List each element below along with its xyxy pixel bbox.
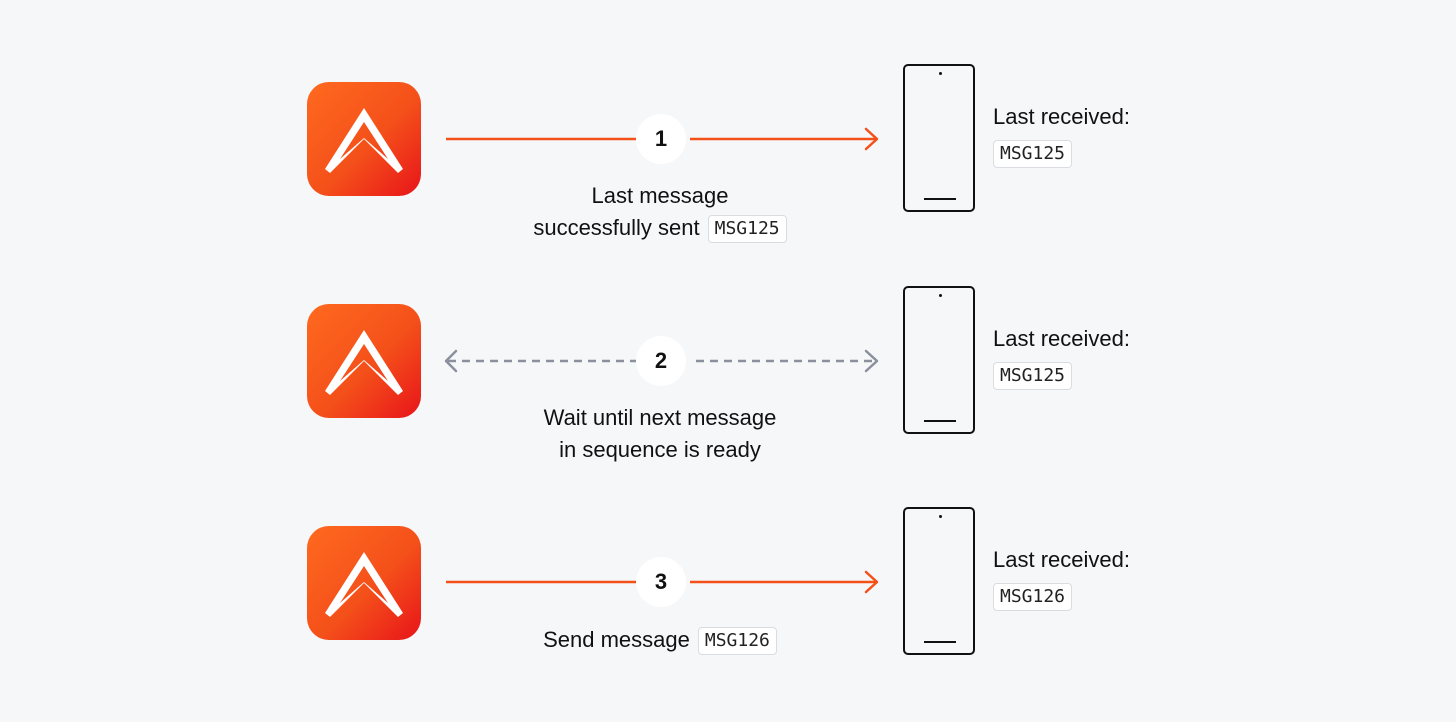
message-code: MSG126	[697, 627, 777, 655]
step-number-badge: 3	[636, 557, 686, 607]
caption-line: successfully sent MSG125	[450, 212, 870, 244]
caption-line-text: successfully sent	[533, 215, 700, 240]
received-code: MSG125	[993, 362, 1073, 390]
arrow-right-icon	[864, 127, 879, 151]
arrow-right-icon	[864, 349, 879, 373]
caption-line-text: Send message	[543, 627, 690, 652]
received-code: MSG126	[993, 583, 1073, 611]
smartphone-icon	[903, 286, 975, 434]
step-caption: Last message successfully sent MSG125	[450, 180, 870, 244]
smartphone-icon	[903, 507, 975, 655]
last-received-panel: Last received: MSG125	[993, 324, 1130, 390]
caption-line: Last message	[591, 183, 729, 208]
arrow-left-icon	[444, 349, 458, 373]
phone-camera	[939, 515, 942, 518]
ably-logo-icon	[307, 304, 421, 418]
smartphone-icon	[903, 64, 975, 212]
last-received-label: Last received:	[993, 326, 1130, 351]
step-number-badge: 2	[636, 336, 686, 386]
arrow-right-icon	[864, 570, 879, 594]
caption-line: Wait until next message	[543, 405, 777, 430]
step-caption: Send message MSG126	[450, 624, 870, 656]
last-received-panel: Last received: MSG126	[993, 545, 1130, 611]
last-received-label: Last received:	[993, 104, 1130, 129]
caption-line: Send message MSG126	[450, 624, 870, 656]
send-arrow	[446, 570, 879, 594]
phone-camera	[939, 72, 942, 75]
ably-logo-icon	[307, 526, 421, 640]
step-number-badge: 1	[636, 114, 686, 164]
phone-home-bar	[924, 641, 956, 643]
step-row-3: 3 Send message MSG126 Last received: MSG1…	[0, 0, 1456, 655]
caption-line: in sequence is ready	[559, 437, 761, 462]
received-code: MSG125	[993, 140, 1073, 168]
phone-home-bar	[924, 198, 956, 200]
phone-camera	[939, 294, 942, 297]
step-row-1: 1 Last message successfully sent MSG125 L…	[0, 0, 1456, 243]
last-received-panel: Last received: MSG125	[993, 102, 1130, 168]
send-arrow	[446, 127, 879, 151]
ably-logo-icon	[307, 82, 421, 196]
wait-arrow	[444, 349, 879, 373]
step-caption: Wait until next message in sequence is r…	[450, 402, 870, 466]
step-row-2: 2 Wait until next message in sequence is…	[0, 0, 1456, 462]
last-received-label: Last received:	[993, 547, 1130, 572]
phone-home-bar	[924, 420, 956, 422]
message-code: MSG125	[707, 215, 787, 243]
